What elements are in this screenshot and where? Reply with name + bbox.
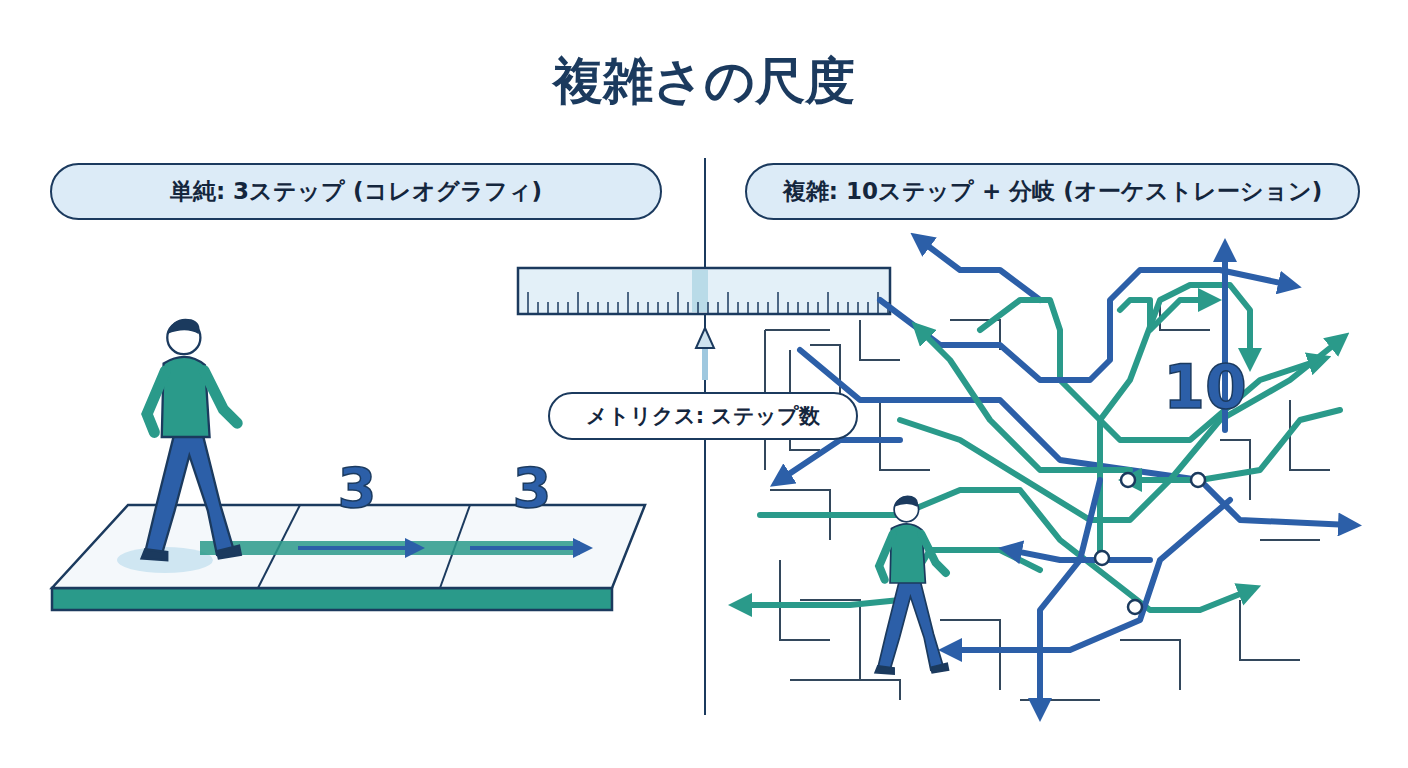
pointer-shaft [702, 345, 708, 380]
maze-wall [1020, 699, 1100, 701]
maze-wall [860, 320, 900, 360]
route-arrow [920, 330, 1130, 470]
route-arrow [1040, 480, 1100, 710]
branch-point [1095, 551, 1109, 565]
person-legs [878, 580, 943, 670]
ruler-tick [837, 302, 839, 314]
ruler-tick [587, 302, 589, 314]
ruler-body [518, 268, 890, 314]
metric-callout: メトリクス: ステップ数 [548, 392, 858, 440]
section-header: 複雑: 10ステップ + 分岐 (オーケストレーション) [745, 163, 1360, 220]
person [875, 496, 948, 675]
maze-wall [1290, 400, 1330, 470]
node-label: 単純: 3ステップ (コレオグラフィ) [170, 176, 542, 207]
platform-side [52, 588, 612, 610]
person-arm [879, 534, 893, 580]
ruler-tick [847, 302, 849, 314]
maze-wall [1260, 539, 1320, 541]
ruler-tick [597, 302, 599, 314]
people [142, 319, 949, 674]
person-legs [145, 432, 233, 554]
node-label: 複雑: 10ステップ + 分岐 (オーケストレーション) [783, 176, 1323, 207]
person-arm [147, 371, 165, 433]
ruler-tick [647, 302, 649, 314]
ruler-tick [877, 292, 879, 314]
ruler-ticks [528, 292, 888, 314]
step-arrow [298, 546, 410, 550]
ruler-tick [677, 292, 679, 314]
person-foot [875, 666, 894, 674]
ruler-tick [737, 302, 739, 314]
person-foot [217, 546, 241, 559]
arrow-head [405, 538, 425, 558]
path-band [440, 541, 580, 555]
person-arm [204, 371, 237, 423]
branch-point [1128, 600, 1142, 614]
ruler-mark [692, 270, 708, 312]
title: 複雑さの尺度 [0, 48, 1408, 115]
ruler-tick [707, 302, 709, 314]
shadow [117, 547, 213, 573]
branch-point [1121, 473, 1135, 487]
ruler-tick [557, 302, 559, 314]
ruler-tick [547, 302, 549, 314]
person-hair [167, 319, 199, 334]
step-count: 3 [322, 455, 392, 520]
ruler-tick [527, 292, 529, 314]
person-arm [921, 534, 945, 573]
ruler-tick [787, 302, 789, 314]
maze-wall [800, 600, 860, 680]
ruler-tick [717, 302, 719, 314]
ruler-tick [567, 302, 569, 314]
maze-wall [1240, 600, 1300, 660]
ruler-tick [747, 302, 749, 314]
ruler-tick [777, 292, 779, 314]
ruler-tick [857, 302, 859, 314]
ruler-tick [807, 302, 809, 314]
pointer-head [696, 328, 714, 348]
maze-wall [790, 680, 900, 700]
ruler-tick [767, 302, 769, 314]
step-arrow [470, 546, 578, 550]
person-hair [894, 496, 918, 507]
ruler-tick [797, 302, 799, 314]
ruler-tick [657, 302, 659, 314]
step-count: 3 [497, 455, 567, 520]
ruler-tick [687, 302, 689, 314]
route-arrow [780, 440, 900, 480]
step-platform [52, 505, 645, 610]
branch-point [1191, 473, 1205, 487]
ruler-tick [667, 302, 669, 314]
route-arrow [1120, 300, 1210, 330]
person [142, 319, 241, 561]
person-foot [142, 549, 168, 560]
person-foot [931, 663, 949, 673]
ruler-tick [727, 292, 729, 314]
section-header: 単純: 3ステップ (コレオグラフィ) [50, 163, 662, 220]
ruler [518, 268, 890, 380]
ruler-tick [637, 302, 639, 314]
route-arrow [920, 240, 1040, 300]
ruler-tick [757, 302, 759, 314]
maze-wall [940, 620, 1000, 690]
ruler-tick [537, 302, 539, 314]
ruler-tick [867, 302, 869, 314]
maze-wall [880, 400, 930, 470]
ruler-tick [817, 302, 819, 314]
node-label: メトリクス: ステップ数 [586, 402, 821, 430]
ruler-tick [577, 292, 579, 314]
ruler-tick [827, 292, 829, 314]
maze-wall [1120, 640, 1180, 690]
arrow-head [573, 538, 593, 558]
ruler-tick [627, 292, 629, 314]
maze [740, 240, 1350, 710]
ruler-tick [607, 302, 609, 314]
ruler-tick [697, 302, 699, 314]
ruler-tick [617, 302, 619, 314]
maze-wall [765, 329, 830, 331]
step-count: 10 [1145, 352, 1265, 422]
